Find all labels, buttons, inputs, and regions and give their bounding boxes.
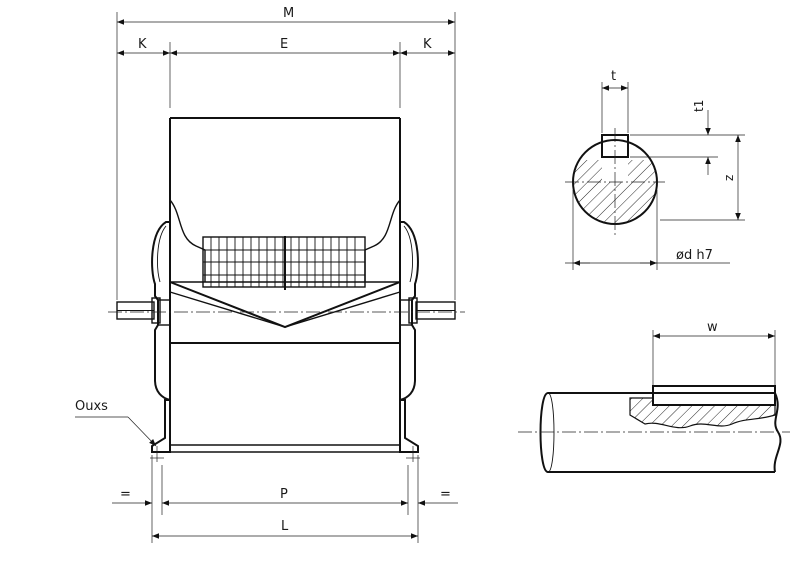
dimension-t1: t1 — [630, 100, 745, 175]
dimension-label-equal-right: = — [440, 487, 451, 502]
dimension-t: t — [601, 69, 629, 133]
dimension-label-k-left: K — [138, 37, 147, 52]
feed-housing — [169, 117, 401, 282]
dimension-label-e: E — [280, 37, 288, 52]
dimension-p: = P = — [112, 455, 458, 543]
dimension-label-w: w — [707, 320, 718, 335]
left-side-bracket — [151, 221, 171, 401]
dimension-label-p: P — [280, 487, 288, 502]
dimension-w: w — [652, 320, 776, 385]
dimension-label-t: t — [611, 69, 616, 84]
dimension-diameter: ød h7 — [565, 190, 730, 270]
dimension-z: z — [660, 135, 745, 221]
dimension-label-equal-left: = — [120, 487, 131, 502]
dimension-label-t1: t1 — [692, 100, 706, 112]
v-trough — [169, 281, 401, 329]
shaft-side-view: w — [518, 320, 790, 473]
dimension-label-l: L — [281, 519, 289, 534]
mounting-feet — [150, 399, 420, 462]
dimension-label-m: M — [283, 6, 294, 21]
shaft-ends — [116, 297, 456, 324]
dimension-k-e-k: K E K — [117, 37, 455, 108]
dimension-l: L — [152, 519, 418, 539]
bolt-callout-label: Ouxs — [75, 399, 108, 414]
bolt-callout: Ouxs — [75, 399, 157, 447]
front-view: M K E K — [75, 6, 465, 543]
shaft-section: t t1 z ød h7 — [565, 69, 745, 270]
dimension-label-z: z — [722, 175, 736, 181]
main-body — [169, 282, 401, 446]
dimension-label-k-right: K — [423, 37, 432, 52]
rotor-drum — [202, 236, 366, 290]
dimension-label-diameter: ød h7 — [676, 248, 713, 263]
dimension-m: M — [116, 6, 456, 300]
